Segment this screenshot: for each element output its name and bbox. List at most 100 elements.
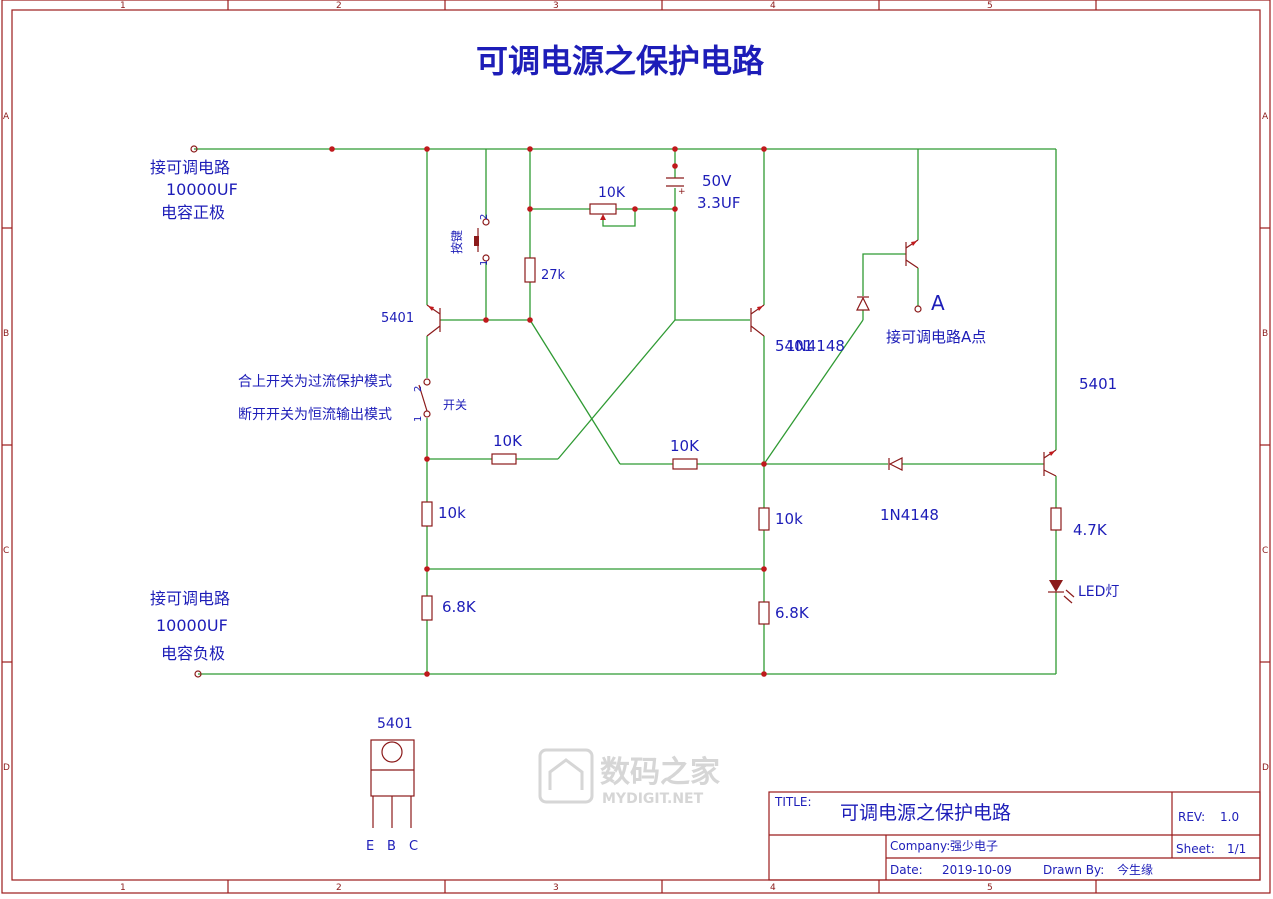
- tb-company-label: Company:: [890, 839, 950, 853]
- tb-rev-value: 1.0: [1220, 810, 1239, 824]
- neg-input-label-1: 接可调电路: [150, 589, 230, 608]
- tb-company-value: 强少电子: [950, 839, 998, 853]
- transistor-q2-symbol: [750, 304, 765, 337]
- zone-row-c-right: C: [1262, 546, 1268, 556]
- switch-off-note: 断开开关为恒流输出模式: [238, 407, 392, 423]
- zone-row-d-right: D: [1262, 763, 1269, 773]
- button-label: 按键: [450, 230, 464, 254]
- diode-overlap-label: 1N4148: [786, 337, 845, 355]
- pos-input-label-1: 接可调电路: [150, 158, 230, 177]
- resistor-27k: [524, 257, 536, 283]
- switch-label: 开关: [443, 398, 467, 412]
- page-title: 可调电源之保护电路: [476, 42, 765, 80]
- zone-row-d-left: D: [3, 763, 10, 773]
- diode-label: 1N4148: [880, 506, 939, 524]
- button-pin-1: 1: [479, 260, 490, 266]
- zone-col-2-bottom: 2: [336, 883, 342, 893]
- diode-horizontal-symbol: [888, 457, 903, 471]
- led-label: LED灯: [1078, 584, 1119, 600]
- zone-row-a-right: A: [1262, 112, 1269, 122]
- tb-title-value: 可调电源之保护电路: [840, 802, 1011, 824]
- tb-rev-label: REV:: [1178, 810, 1205, 824]
- resistor-10k-mid: [672, 458, 698, 470]
- tb-sheet-label: Sheet:: [1176, 842, 1215, 856]
- resistor-6.8k-b-label: 6.8K: [775, 604, 810, 622]
- switch-on-note: 合上开关为过流保护模式: [238, 374, 392, 390]
- neg-input-label-2: 10000UF: [156, 616, 228, 635]
- tb-drawn-value: 今生缘: [1117, 862, 1153, 877]
- junctions: [329, 146, 767, 677]
- resistor-10k-b: [758, 507, 770, 531]
- zone-col-1-top: 1: [120, 1, 126, 11]
- transistor-q2-label: 5401: [775, 337, 813, 355]
- terminal-positive: [190, 145, 198, 153]
- zone-row-a-left: A: [3, 112, 10, 122]
- tb-title-label: TITLE:: [774, 795, 812, 809]
- watermark-logo: [538, 748, 594, 804]
- resistor-10k-a: [421, 501, 433, 527]
- diode-vertical-symbol: [856, 296, 870, 311]
- zone-col-5-top: 5: [987, 1, 993, 11]
- terminal-negative: [194, 670, 202, 678]
- capacitor-voltage-label: 50V: [702, 172, 732, 190]
- wires: [194, 148, 1057, 675]
- capacitor-value-label: 3.3UF: [697, 194, 740, 212]
- transistor-q4-symbol: [905, 239, 919, 269]
- resistor-10k-b-label: 10k: [775, 510, 803, 528]
- point-a-description: 接可调电路A点: [886, 328, 986, 346]
- tb-date-value: 2019-10-09: [942, 863, 1012, 877]
- transistor-q3-label: 5401: [1079, 375, 1117, 393]
- resistor-6.8k-a-label: 6.8K: [442, 598, 477, 616]
- package-pin-c: C: [409, 839, 418, 854]
- capacitor-symbol: +: [666, 177, 686, 197]
- point-a-label: A: [931, 291, 945, 315]
- zone-col-2-top: 2: [336, 1, 342, 11]
- zone-row-c-left: C: [3, 546, 9, 556]
- potentiometer-10k: [589, 203, 617, 215]
- resistor-4.7k-label: 4.7K: [1073, 521, 1108, 539]
- package-pin-b: B: [387, 839, 396, 854]
- terminal-a: [914, 305, 922, 313]
- zone-col-3-bottom: 3: [553, 883, 559, 893]
- transistor-q1-label: 5401: [381, 311, 414, 326]
- resistor-10k-mid-label: 10K: [670, 437, 700, 455]
- switch-symbol: [418, 378, 431, 418]
- inner-frame: [11, 9, 1261, 881]
- zone-col-1-bottom: 1: [120, 883, 126, 893]
- package-pin-e: E: [366, 839, 374, 854]
- switch-pin-2: 2: [413, 386, 424, 392]
- neg-input-label-3: 电容负极: [161, 644, 225, 663]
- led-symbol: [1048, 580, 1075, 604]
- resistor-6.8k-a: [421, 595, 433, 621]
- potentiometer-10k-label: 10K: [598, 185, 626, 201]
- tb-date-label: Date:: [890, 863, 923, 877]
- watermark-text-en: MYDIGIT.NET: [602, 791, 704, 807]
- push-button-symbol: [474, 218, 490, 262]
- zone-row-b-right: B: [1262, 329, 1268, 339]
- zone-row-b-left: B: [3, 329, 9, 339]
- watermark-text-cn: 数码之家: [600, 755, 720, 790]
- resistor-10k-left-label: 10K: [493, 432, 523, 450]
- title-block: [768, 791, 1261, 881]
- transistor-q3-symbol: [1043, 449, 1057, 477]
- zone-col-4-top: 4: [770, 1, 776, 11]
- transistor-q1-symbol: [426, 304, 441, 337]
- resistor-27k-label: 27k: [541, 268, 566, 283]
- tb-drawn-label: Drawn By:: [1043, 863, 1104, 877]
- tb-sheet-value: 1/1: [1227, 842, 1246, 856]
- package-name-label: 5401: [377, 716, 413, 732]
- switch-pin-1: 1: [413, 416, 424, 422]
- resistor-4.7k: [1050, 507, 1062, 531]
- to220-package-symbol: [370, 739, 415, 828]
- resistor-6.8k-b: [758, 601, 770, 625]
- resistor-10k-a-label: 10k: [438, 504, 466, 522]
- zone-col-3-top: 3: [553, 1, 559, 11]
- pos-input-label-3: 电容正极: [161, 203, 225, 222]
- zone-col-5-bottom: 5: [987, 883, 993, 893]
- zone-col-4-bottom: 4: [770, 883, 776, 893]
- pos-input-label-2: 10000UF: [166, 180, 238, 199]
- svg-text:+: +: [678, 187, 686, 197]
